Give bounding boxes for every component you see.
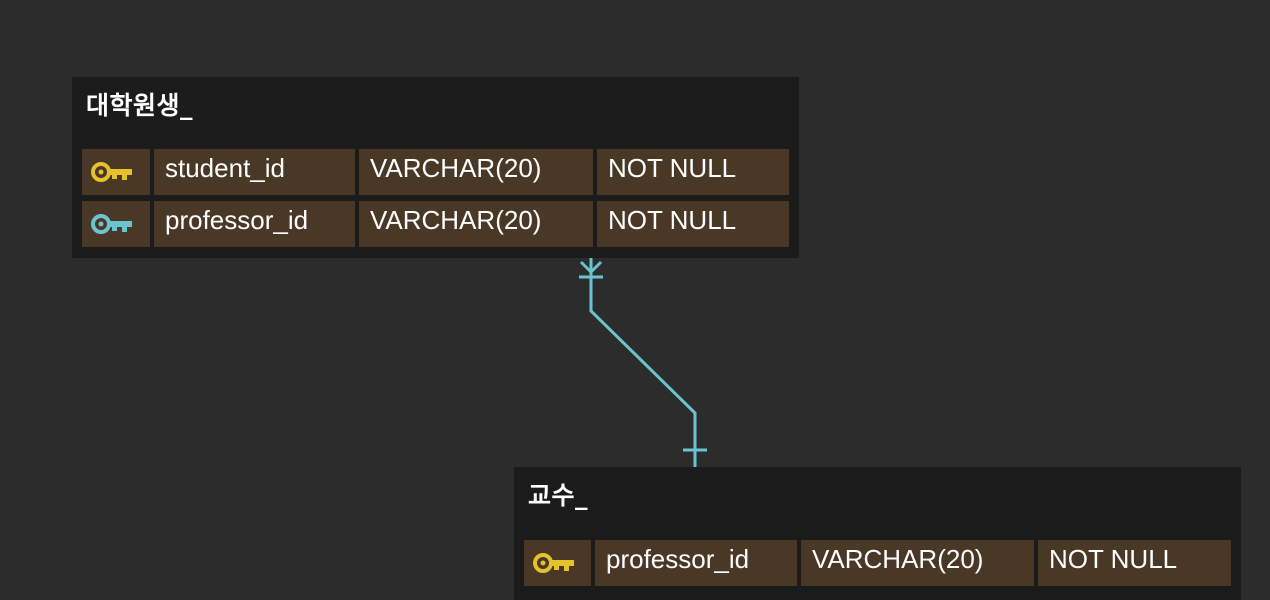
foreign-key-icon [91, 214, 132, 234]
relationship-line[interactable] [589, 258, 697, 470]
entity-table-professor[interactable]: 교수_ professor_id VARCHAR(20) NOT NULL [514, 467, 1241, 600]
column-constraint[interactable]: NOT NULL [597, 149, 789, 195]
primary-key-icon [533, 553, 574, 573]
column-constraint[interactable]: NOT NULL [597, 201, 789, 247]
column-name[interactable]: student_id [154, 149, 355, 195]
entity-title[interactable]: 교수_ [528, 481, 589, 510]
key-cell [524, 540, 591, 586]
column-type[interactable]: VARCHAR(20) [359, 201, 593, 247]
primary-key-icon [91, 162, 132, 182]
column-name[interactable]: professor_id [595, 540, 797, 586]
column-name[interactable]: professor_id [154, 201, 355, 247]
entity-table-graduate-student[interactable]: 대학원생_ student_id VARCHAR(20) NOT NULL [72, 77, 799, 258]
key-cell [82, 149, 150, 195]
crowfoot-many-marker [579, 260, 603, 279]
column-type[interactable]: VARCHAR(20) [359, 149, 593, 195]
column-constraint[interactable]: NOT NULL [1038, 540, 1231, 586]
column-type[interactable]: VARCHAR(20) [801, 540, 1034, 586]
entity-title[interactable]: 대학원생_ [86, 91, 194, 120]
key-cell [82, 201, 150, 247]
